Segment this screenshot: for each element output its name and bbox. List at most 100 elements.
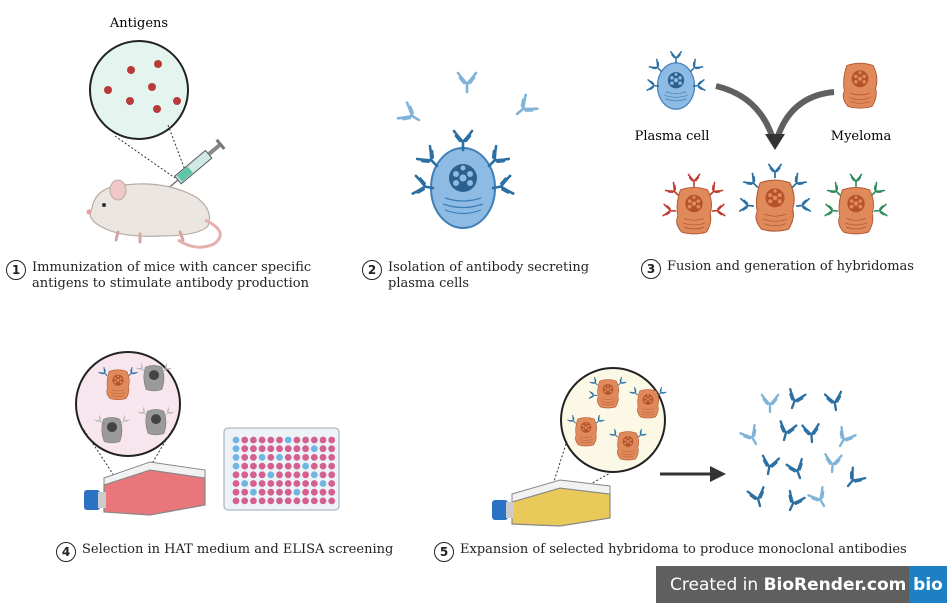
- plate-well: [310, 480, 318, 487]
- step-text-line2: plasma cells: [388, 276, 470, 291]
- selection-bubble: [75, 351, 181, 498]
- step-number: 3: [641, 259, 661, 279]
- plate-well: [232, 462, 240, 470]
- plate-well: [293, 462, 301, 470]
- badge-text: Created in BioRender.com: [656, 575, 906, 595]
- antibody-icon: [831, 425, 857, 452]
- plate-well: [276, 436, 283, 444]
- plate-well: [232, 436, 240, 444]
- plate-well: [284, 445, 292, 453]
- plate-well: [284, 471, 292, 479]
- plate-well: [319, 445, 327, 453]
- plate-well: [250, 480, 257, 487]
- step-text-line1: Selection in HAT medium and ELISA screen…: [82, 542, 394, 557]
- antibody-icon: [746, 486, 769, 510]
- plate-well: [284, 480, 292, 487]
- plate-well: [319, 462, 327, 470]
- plate-well: [310, 471, 318, 479]
- antibody-icon: [840, 466, 867, 493]
- plate-well: [302, 445, 309, 453]
- plate-well: [328, 436, 336, 444]
- plate-well: [241, 462, 249, 470]
- step-text-line1: Expansion of selected hybridoma to produ…: [460, 542, 907, 557]
- plate-well: [284, 436, 292, 444]
- plate-well: [310, 454, 318, 461]
- plate-well: [302, 436, 309, 444]
- plate-well: [258, 436, 266, 444]
- plate-well: [276, 454, 283, 461]
- plate-well: [328, 462, 336, 470]
- elisa-plate: [223, 427, 340, 511]
- plate-well: [284, 488, 292, 496]
- step-text-line1: Isolation of antibody secreting: [388, 260, 590, 275]
- antibody-icon: [783, 387, 807, 412]
- step-4-caption: 4 Selection in HAT medium and ELISA scre…: [56, 542, 393, 562]
- plate-well: [232, 471, 240, 479]
- plate-well: [276, 462, 283, 470]
- plate-well: [310, 436, 318, 444]
- plate-well: [241, 471, 249, 479]
- plate-well: [293, 488, 301, 496]
- antibody-icon: [758, 454, 781, 477]
- plate-well: [267, 471, 275, 479]
- plate-well: [293, 454, 301, 461]
- biorender-badge[interactable]: Created in BioRender.com bio: [656, 566, 947, 603]
- mouse-icon: [86, 179, 222, 249]
- plate-well: [319, 454, 327, 461]
- antibody-icon: [775, 420, 798, 444]
- plate-well: [293, 480, 301, 487]
- step-5-caption: 5 Expansion of selected hybridoma to pro…: [434, 542, 907, 562]
- hybridoma-blue: [738, 163, 812, 232]
- plate-well: [310, 445, 318, 453]
- plate-well: [267, 497, 275, 505]
- culture-flask-yellow: [492, 479, 611, 527]
- plate-well: [267, 445, 275, 453]
- antibody-icon: [807, 485, 833, 512]
- plate-well: [267, 480, 275, 487]
- antibody-icon: [822, 453, 843, 474]
- fusion-arrows: [715, 83, 835, 150]
- plasma-cell-small: [646, 51, 706, 110]
- plate-well: [328, 471, 336, 479]
- plate-well: [250, 436, 257, 444]
- plate-well: [328, 488, 336, 496]
- plate-well: [232, 488, 240, 496]
- plate-well: [241, 436, 249, 444]
- hybridoma-green: [824, 173, 888, 235]
- step-text-line2: antigens to stimulate antibody productio…: [32, 276, 309, 291]
- antigens-bubble: [89, 40, 189, 179]
- plate-well: [319, 436, 327, 444]
- plate-well: [276, 497, 283, 505]
- myeloma-cell: [842, 62, 878, 109]
- plate-well: [302, 480, 309, 487]
- plate-well: [258, 462, 266, 470]
- plate-well: [241, 454, 249, 461]
- plate-well: [319, 488, 327, 496]
- plate-well: [328, 480, 336, 487]
- plate-well: [232, 445, 240, 453]
- plate-well: [276, 480, 283, 487]
- plate-well: [250, 497, 257, 505]
- plate-well: [310, 488, 318, 496]
- plate-well: [310, 497, 318, 505]
- plate-well: [302, 497, 309, 505]
- antibody-icon: [823, 390, 846, 413]
- plate-well: [241, 480, 249, 487]
- plate-well: [267, 454, 275, 461]
- step-text-line1: Fusion and generation of hybridomas: [667, 259, 914, 274]
- plate-well: [319, 471, 327, 479]
- step-text-line1: Immunization of mice with cancer specifi…: [32, 260, 312, 275]
- plate-well: [328, 445, 336, 453]
- step-1-caption: 1 Immunization of mice with cancer speci…: [6, 260, 311, 292]
- plate-well: [319, 480, 327, 487]
- plate-well: [267, 462, 275, 470]
- antibody-icon: [785, 457, 809, 482]
- plate-well: [267, 436, 275, 444]
- plate-well: [258, 454, 266, 461]
- antibody-icon: [781, 489, 806, 515]
- plate-well: [232, 497, 240, 505]
- expansion-bubble: [547, 367, 667, 501]
- plate-well: [241, 497, 249, 505]
- antibody-icon: [739, 423, 765, 450]
